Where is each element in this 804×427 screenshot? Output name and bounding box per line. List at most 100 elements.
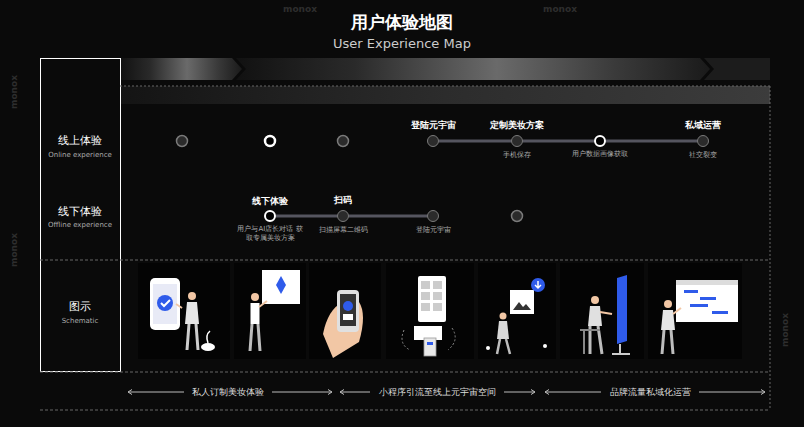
row-heading-en: Schematic — [62, 317, 99, 325]
svg-rect — [138, 263, 230, 359]
svg-path — [207, 331, 210, 343]
svg-rect — [343, 314, 353, 320]
svg-circle — [343, 301, 353, 311]
svg-rect — [433, 281, 442, 289]
timeline-point: 私域运营社交裂变 — [697, 135, 709, 147]
step-title: 线下体验 — [252, 195, 288, 207]
watermark: monox — [283, 4, 317, 15]
svg-circle — [251, 293, 259, 301]
stage-label: 小程序引流至线上元宇宙空间 — [379, 387, 496, 398]
svg-rect — [427, 342, 433, 345]
svg-circle — [512, 211, 523, 222]
svg-rect — [684, 290, 698, 293]
step-title: 定制美妆方案 — [490, 119, 544, 131]
svg-path — [535, 281, 541, 288]
svg-path — [276, 276, 286, 294]
page-title: 用户体验地图 — [351, 12, 453, 32]
svg-line — [770, 86, 771, 410]
svg-rect — [510, 290, 534, 314]
timeline-point: 用户数据画像获取 — [594, 135, 606, 147]
watermark: monox — [543, 4, 577, 15]
svg-polygon — [120, 58, 242, 80]
svg-path — [580, 330, 600, 354]
svg-polygon — [236, 58, 710, 80]
step-note: 登陆元宇宙 — [416, 226, 451, 235]
svg-path — [612, 344, 630, 354]
svg-circle — [157, 295, 173, 311]
row-heading: 图示 — [69, 300, 91, 313]
svg-path — [340, 390, 370, 395]
step-title: 登陆元宇宙 — [411, 119, 456, 131]
svg-rect — [700, 297, 716, 300]
svg-path — [176, 304, 182, 308]
svg-polygon — [704, 58, 770, 80]
timeline-point: 定制美妆方案手机保存 — [511, 135, 523, 147]
svg-circle — [188, 292, 196, 300]
svg-rect — [421, 303, 430, 311]
svg-rect — [433, 292, 442, 300]
step-note: 扫描屏幕二维码 — [319, 226, 368, 235]
row-heading: 线下体验 — [58, 205, 102, 218]
svg-ellipse — [201, 343, 215, 351]
svg-path — [699, 390, 765, 395]
step-note: 社交裂变 — [689, 151, 717, 160]
timeline-point: 登陆元宇宙 — [427, 135, 439, 147]
watermark: monox — [780, 313, 791, 347]
svg-path — [128, 390, 184, 395]
svg-path — [504, 390, 535, 395]
svg-rect — [150, 278, 180, 330]
svg-rect — [690, 304, 708, 307]
svg-path — [545, 390, 601, 395]
svg-rect — [560, 263, 644, 359]
svg-rect — [120, 86, 770, 104]
svg-rect — [424, 338, 436, 356]
schematic-panels — [138, 263, 742, 359]
step-title: 扫码 — [334, 194, 352, 206]
svg-circle — [177, 136, 188, 147]
timeline-point: 登陆元宇宙 — [427, 210, 439, 222]
svg-path — [250, 324, 260, 351]
monitor-figure — [580, 275, 630, 354]
timeline-segment — [439, 140, 511, 143]
svg-path — [513, 302, 531, 310]
timeline-segment — [606, 140, 697, 143]
svg-circle — [500, 313, 507, 320]
svg-path — [617, 275, 627, 344]
svg-line — [130, 140, 427, 143]
svg-rect — [337, 290, 359, 332]
svg-line — [235, 215, 264, 218]
svg-path — [272, 390, 332, 395]
svg-rect — [712, 311, 728, 314]
svg-rect — [421, 292, 430, 300]
svg-path — [662, 330, 673, 354]
step-note: 手机保存 — [503, 151, 531, 160]
timeline-point: 线下体验用户与AI店长对话 获取专属美妆方案 — [264, 210, 276, 222]
step-title: 私域运营 — [685, 119, 721, 131]
svg-circle — [338, 136, 349, 147]
mini-program-figure — [402, 276, 455, 356]
svg-path — [497, 321, 509, 339]
svg-rect — [234, 263, 306, 359]
row-heading: 线上体验 — [58, 134, 102, 147]
svg-circle — [531, 278, 545, 292]
timeline-segment — [523, 140, 594, 143]
svg-rect — [433, 303, 442, 311]
private-traffic-board-figure — [661, 280, 738, 354]
row-heading-en: Online experience — [48, 151, 112, 159]
svg-rect — [386, 263, 474, 359]
svg-rect — [41, 59, 121, 372]
timeline-point: 扫码扫描屏幕二维码 — [337, 210, 349, 222]
hand-phone-figure — [323, 290, 363, 358]
svg-path — [497, 339, 510, 354]
svg-rect — [340, 294, 356, 326]
svg-circle — [591, 296, 599, 304]
svg-path — [588, 306, 602, 326]
svg-circle — [486, 346, 490, 350]
svg-circle — [543, 344, 547, 348]
svg-rect — [153, 284, 177, 324]
svg-rect — [478, 263, 556, 359]
subtitle: User Experience Map — [333, 36, 471, 52]
svg-rect — [251, 303, 260, 324]
stage-label: 私人订制美妆体验 — [192, 387, 264, 398]
